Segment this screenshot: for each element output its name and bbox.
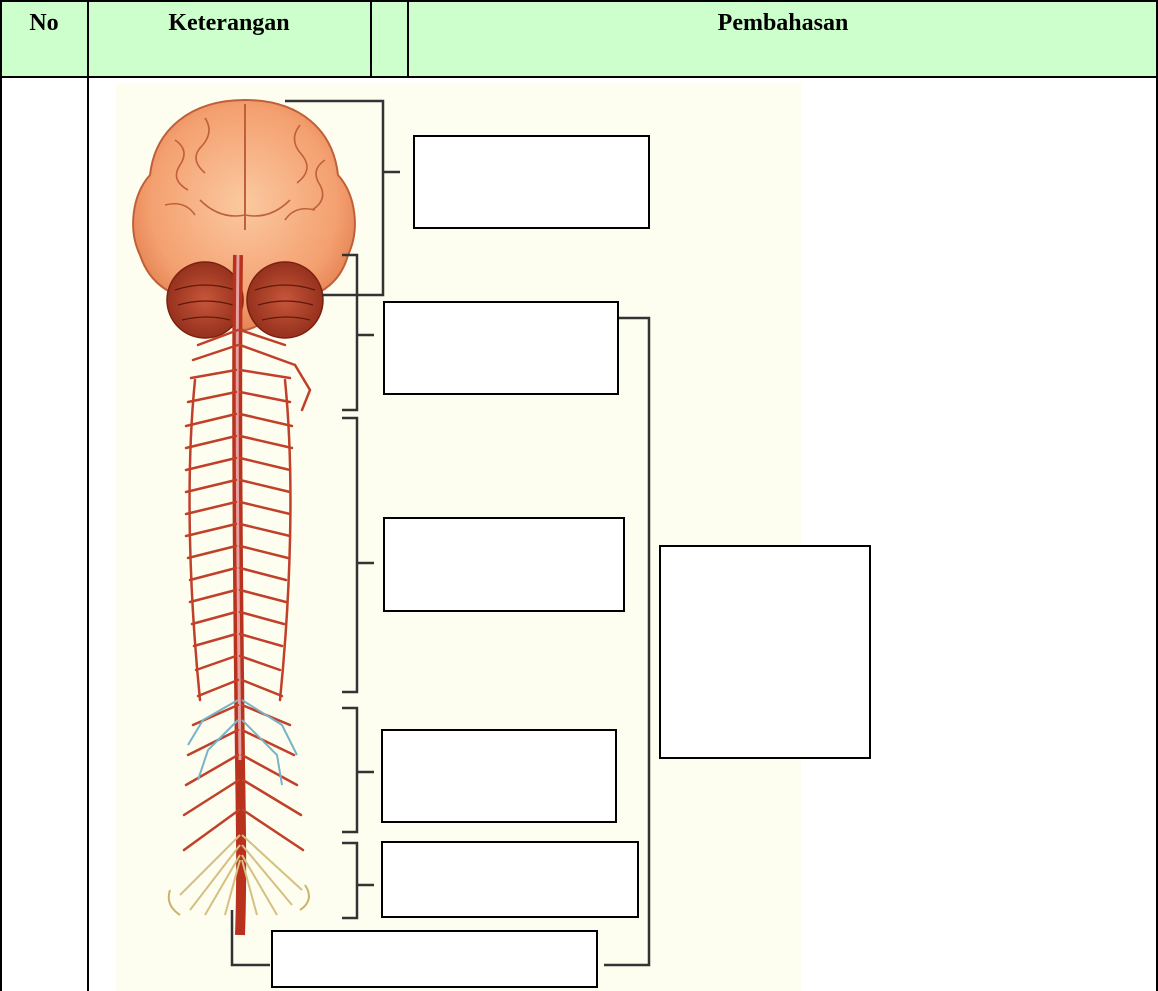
label-box-brain[interactable]: [413, 135, 650, 229]
spinal-cord: [237, 255, 241, 935]
label-box-thoracic[interactable]: [383, 517, 625, 612]
label-box-cervical[interactable]: [383, 301, 619, 395]
label-box-sacral[interactable]: [381, 841, 639, 918]
label-box-spinal-cord[interactable]: [659, 545, 871, 759]
spinal-nerves: [184, 330, 310, 850]
label-box-coccygeal[interactable]: [271, 930, 598, 988]
label-box-lumbar[interactable]: [381, 729, 617, 823]
